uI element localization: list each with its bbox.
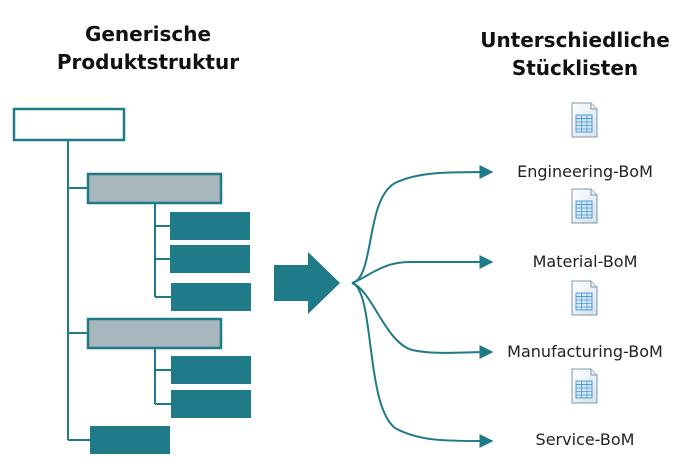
part-node xyxy=(171,390,251,418)
service-bom-label: Service-BoM xyxy=(535,430,635,449)
part-node xyxy=(171,283,251,311)
assembly-node xyxy=(86,172,223,205)
branch-arrow-manufacturing xyxy=(351,282,494,360)
branch-arrow-service xyxy=(351,282,494,449)
bom-document-icon xyxy=(571,188,598,224)
branch-arrow-material xyxy=(351,255,494,284)
heading-line: Stücklisten xyxy=(511,56,639,80)
part-node xyxy=(90,426,170,454)
generic-structure-heading: Generische Produktstruktur xyxy=(0,20,296,76)
part-node xyxy=(170,245,250,273)
root-node xyxy=(12,107,126,142)
transform-arrow-icon xyxy=(274,252,340,314)
part-node xyxy=(171,356,251,384)
engineering-bom-label: Engineering-BoM xyxy=(517,162,653,181)
bom-document-icon xyxy=(571,368,598,404)
tree-connectors xyxy=(67,141,171,441)
heading-line: Generische xyxy=(84,22,212,46)
manufacturing-bom-label: Manufacturing-BoM xyxy=(507,342,663,361)
material-bom-label: Material-BoM xyxy=(532,252,638,271)
heading-line: Produktstruktur xyxy=(56,50,240,74)
part-node xyxy=(170,212,250,240)
bom-document-icon xyxy=(571,102,598,138)
heading-line: Unterschiedliche xyxy=(480,28,670,52)
assembly-node xyxy=(86,317,223,350)
bom-document-icon xyxy=(571,280,598,316)
branch-arrow-engineering xyxy=(351,165,494,284)
bom-lists-heading: Unterschiedliche Stücklisten xyxy=(450,26,700,82)
